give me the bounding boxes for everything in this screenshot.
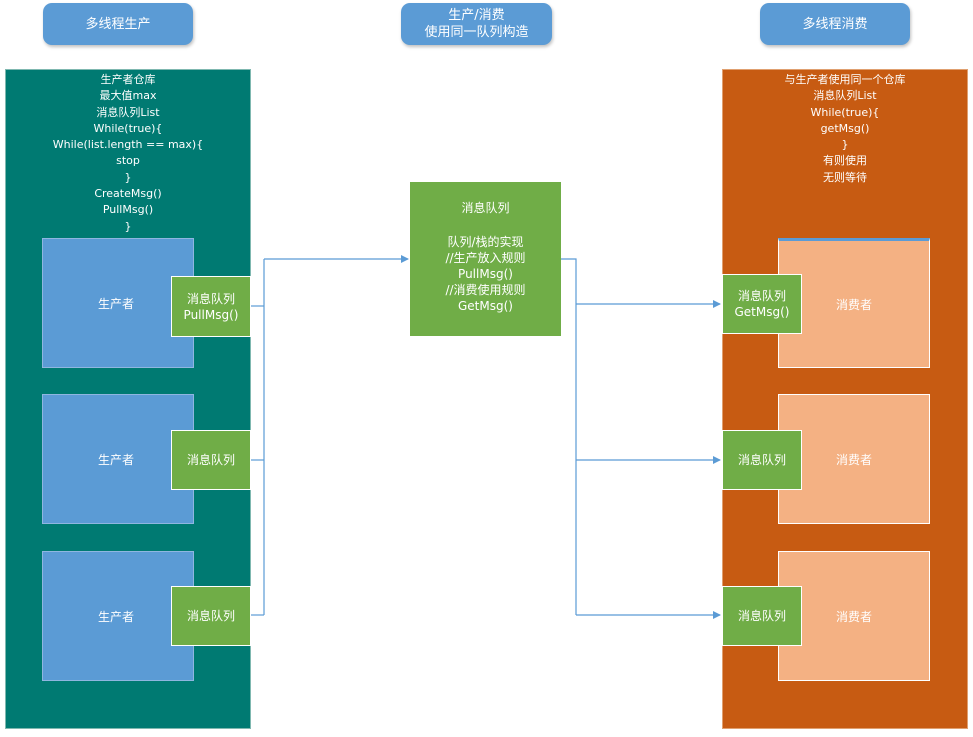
producer-label: 生产者: [98, 296, 135, 311]
producer-header-text: 多线程生产: [85, 16, 151, 32]
producer-panel-line: }: [124, 219, 132, 233]
central-queue-line: GetMsg(): [458, 299, 513, 313]
producer-panel-line: stop: [116, 154, 140, 168]
consumer-box-2: 消费者: [778, 394, 930, 524]
consumer-label: 消费者: [835, 609, 872, 624]
consumer-panel-line: 无则等待: [823, 170, 867, 184]
producer-queue-2: 消息队列: [171, 430, 251, 490]
queue-out-connector: [561, 258, 577, 615]
producer-label: 生产者: [98, 609, 135, 624]
central-queue-line: 队列/栈的实现: [447, 235, 524, 249]
producer-panel-line: While(list.length == max){: [52, 138, 204, 152]
producer-header: 多线程生产: [43, 3, 193, 45]
middle-header-line2: 使用同一队列构造: [424, 25, 529, 40]
consumer-panel-line: 有则使用: [823, 154, 867, 168]
consumer-header-text: 多线程消费: [802, 16, 868, 32]
consumer-panel-line: }: [841, 138, 849, 152]
producer-label: 生产者: [98, 452, 135, 467]
consumer-panel-line: While(true){: [810, 105, 880, 119]
consumer-queue-1: 消息队列 GetMsg(): [722, 274, 802, 334]
producer-panel-line: }: [124, 170, 132, 184]
consumer-label: 消费者: [835, 297, 872, 312]
producer-box-3: 生产者: [42, 551, 194, 681]
producer-panel-line: While(true){: [93, 121, 163, 135]
producer-queue-3: 消息队列: [171, 586, 251, 646]
consumer-panel-line: 消息队列List: [813, 89, 877, 103]
consumer-panel-line: getMsg(): [820, 121, 870, 135]
producer-panel-line: 生产者仓库: [100, 73, 156, 86]
consumer-queue-3: 消息队列: [722, 586, 802, 646]
consumer-queue-label: 消息队列: [737, 289, 786, 303]
producer-box-1: 生产者: [42, 238, 194, 368]
central-queue-line: //生产放入规则: [445, 251, 526, 265]
producer-queue-label: 消息队列: [186, 291, 235, 306]
consumer-header: 多线程消费: [760, 3, 910, 45]
producer-panel-text: 生产者仓库 最大值max 消息队列List While(true){ While…: [5, 72, 251, 235]
producer-box-2: 生产者: [42, 394, 194, 524]
producer-panel-line: PullMsg(): [102, 203, 154, 217]
producer-panel-line: 消息队列List: [96, 105, 160, 119]
central-queue-title: 消息队列: [461, 201, 510, 215]
consumer-queue-label: 消息队列: [737, 453, 786, 467]
central-queue-line: //消费使用规则: [445, 283, 526, 297]
producer-panel-line: CreateMsg(): [94, 187, 162, 201]
producer-queue-method: PullMsg(): [183, 307, 239, 322]
middle-header: 生产/消费 使用同一队列构造: [401, 3, 552, 45]
consumer-queue-method: GetMsg(): [734, 305, 790, 319]
consumer-queue-label: 消息队列: [737, 609, 786, 623]
producer-queue-label: 消息队列: [186, 609, 235, 623]
consumer-box-1: 消费者: [778, 238, 930, 368]
consumer-panel-text: 与生产者使用同一个仓库 消息队列List While(true){ getMsg…: [722, 72, 968, 186]
central-queue-line: PullMsg(): [458, 267, 513, 281]
producer-queue-1: 消息队列 PullMsg(): [171, 276, 251, 337]
producer-panel-line: 最大值max: [99, 89, 157, 103]
consumer-label: 消费者: [835, 452, 872, 467]
producer-queue-label: 消息队列: [186, 453, 235, 467]
consumer-queue-2: 消息队列: [722, 430, 802, 490]
consumer-panel-line: 与生产者使用同一个仓库: [784, 73, 906, 86]
central-queue-box: 消息队列 队列/栈的实现 //生产放入规则 PullMsg() //消费使用规则…: [410, 182, 561, 336]
middle-header-line1: 生产/消费: [448, 8, 505, 23]
